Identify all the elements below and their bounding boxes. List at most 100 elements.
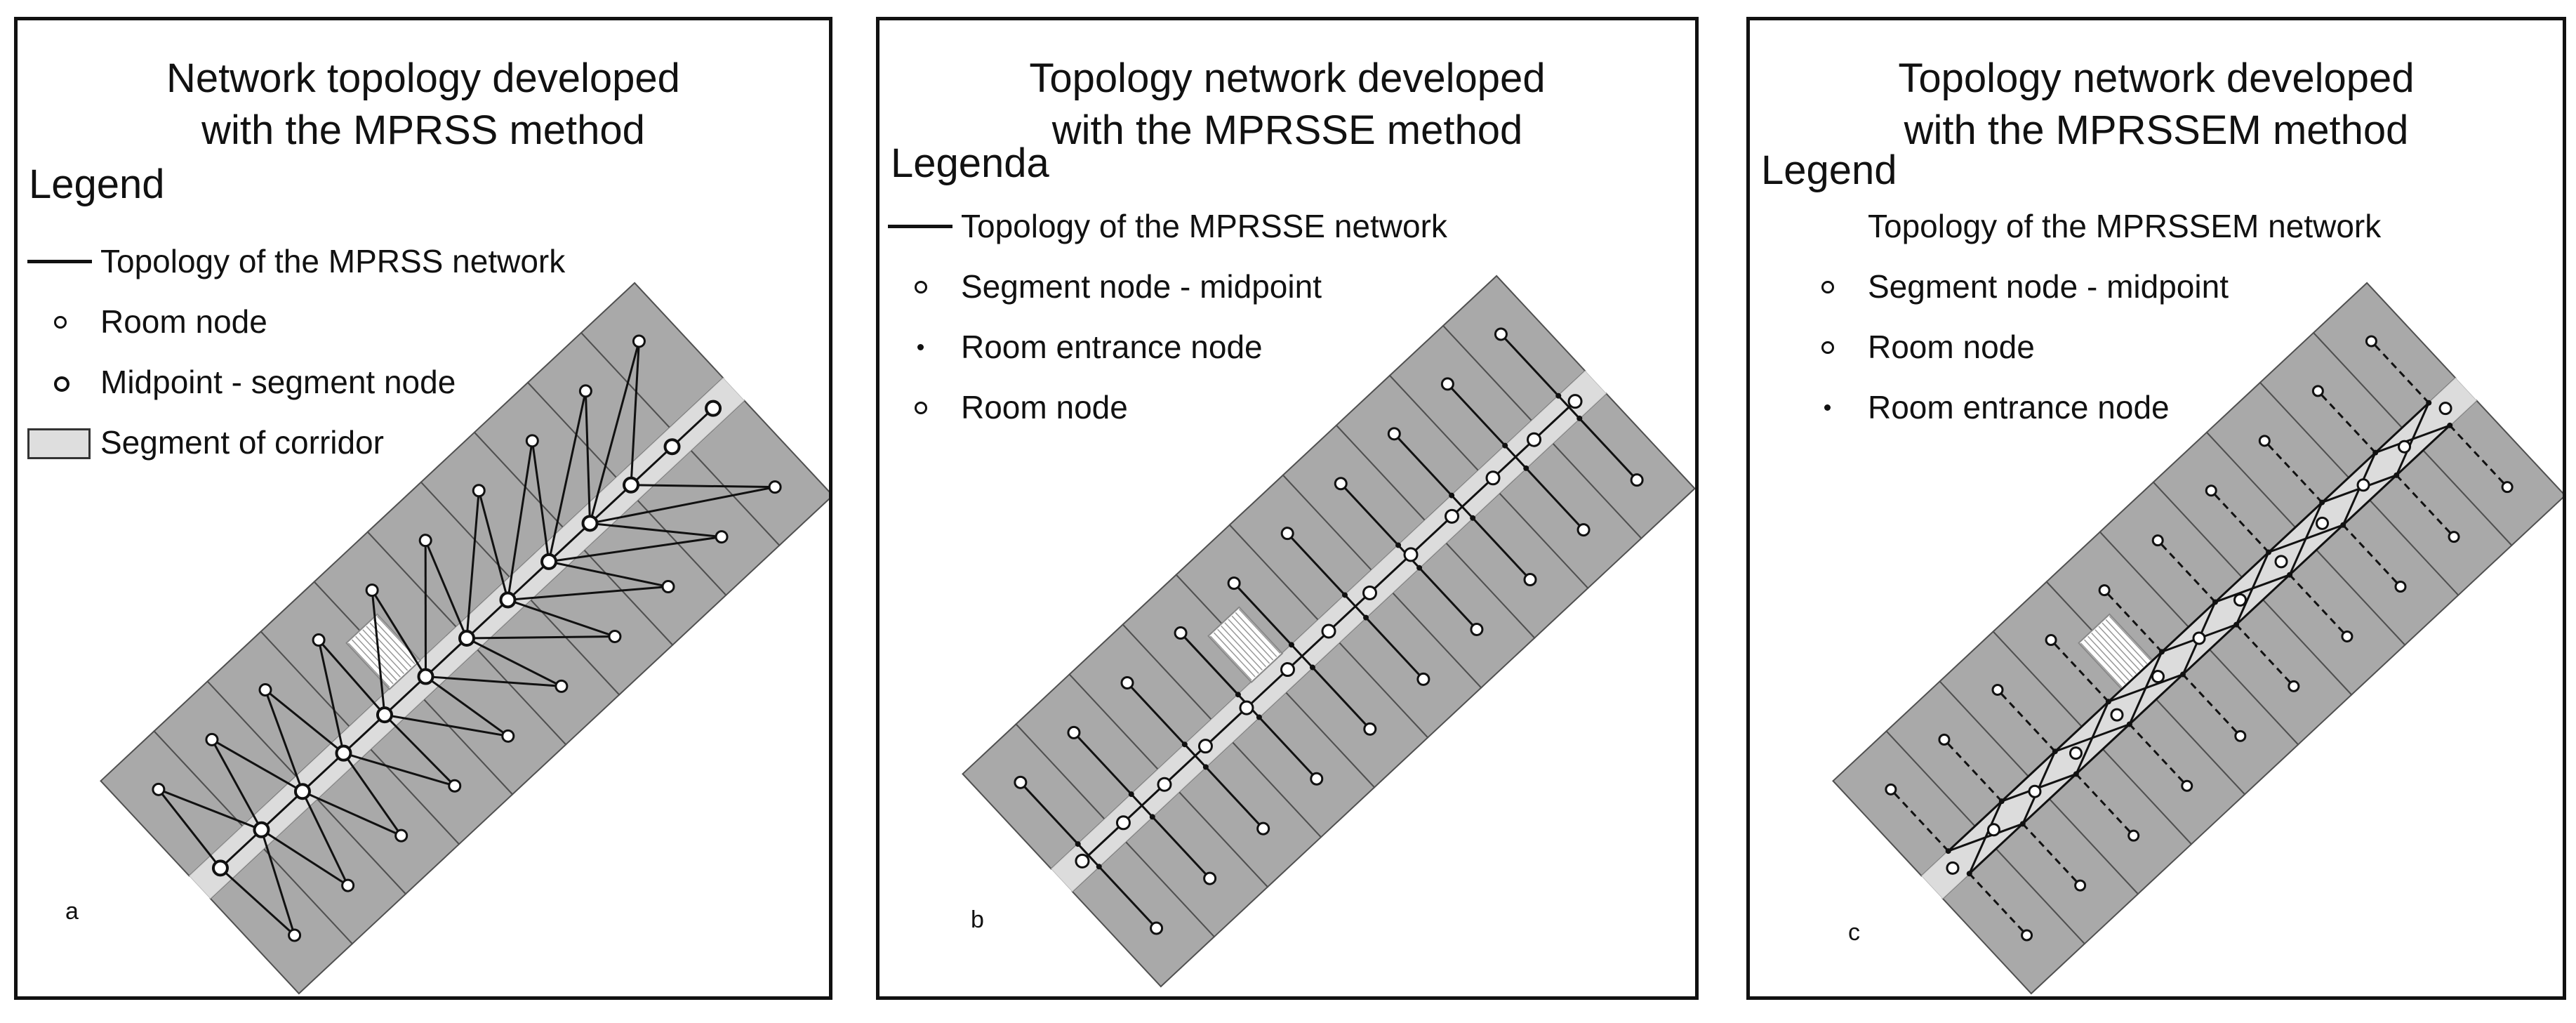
network-nodes [1885, 335, 2514, 942]
network-edge [158, 788, 263, 831]
node [1014, 775, 1028, 789]
node [1470, 622, 1484, 636]
network-edges [1890, 340, 2509, 937]
network-edge [466, 637, 562, 687]
entrance-node [2394, 472, 2400, 478]
floor-plan-map [1832, 282, 2563, 995]
network-edge [424, 540, 468, 639]
legend-label: Segment node - midpoint [1868, 268, 2229, 305]
network-edge [1947, 800, 2003, 852]
network-edge [548, 536, 722, 563]
panel-label: c [1848, 919, 1860, 946]
network-edge [211, 739, 303, 793]
network-edge [2236, 574, 2291, 626]
legend-label: Topology of the MPRSSE network [961, 208, 1447, 244]
network-edge [2235, 551, 2270, 626]
network-edge [507, 440, 533, 600]
legend-item: Room node [885, 377, 1447, 437]
dot-symbol-icon [1792, 393, 1868, 421]
node [1203, 871, 1217, 885]
node [2274, 555, 2288, 569]
legend-item: Segment node - midpoint [885, 256, 1447, 317]
entrance-node [2340, 522, 2346, 528]
network-edge [2104, 589, 2163, 653]
node [1991, 683, 2004, 696]
legend-item: Room entrance node [1792, 377, 2381, 437]
network-edge [1365, 616, 1424, 680]
floor-plan-map [100, 282, 829, 995]
circle-symbol-icon [885, 272, 961, 301]
network-edge [371, 590, 386, 715]
network-edge [2449, 424, 2509, 488]
node [2074, 879, 2087, 892]
panel-label: b [971, 906, 984, 933]
node [458, 630, 475, 647]
entrance-node [1309, 664, 1315, 671]
network-nodes [152, 334, 782, 942]
entrance-node [1945, 848, 1951, 854]
network-edge [631, 484, 776, 489]
hatch-line [2091, 633, 2133, 678]
network-edge [1311, 666, 1371, 730]
network-edge [2075, 701, 2110, 775]
network-edge [383, 675, 427, 716]
node [1946, 861, 1960, 875]
network-edge [265, 689, 345, 754]
hatch-line [2098, 626, 2141, 671]
network-edge [1890, 788, 1949, 852]
entrance-node [2319, 499, 2325, 506]
network-edge [1258, 716, 1317, 780]
network-edge [2128, 673, 2184, 725]
network-edge [1579, 417, 1638, 481]
network-edge [2268, 501, 2323, 553]
network-edge [219, 867, 296, 937]
hatch-line [362, 629, 405, 675]
hatch-line [2102, 622, 2144, 668]
node [2181, 779, 2193, 792]
legend-label: Room node [961, 389, 1128, 425]
node [2028, 784, 2042, 798]
node [663, 438, 681, 456]
entrance-node [1363, 614, 1369, 621]
node [2192, 631, 2206, 645]
circle-symbol-icon [1792, 272, 1868, 301]
entrance-node [1128, 791, 1134, 798]
hatch-line [355, 635, 397, 681]
network-edge [590, 522, 722, 539]
node [2316, 516, 2330, 530]
node [341, 878, 355, 892]
network-edge [465, 490, 480, 639]
node [2311, 385, 2324, 397]
hatch-line [351, 639, 394, 685]
node [293, 783, 311, 800]
node [1523, 573, 1537, 587]
network-edge [1204, 766, 1264, 830]
hatch-line [359, 633, 401, 678]
network-edge [548, 560, 669, 588]
network-edge [2050, 639, 2110, 703]
network-edge [589, 484, 632, 524]
network-nodes [1014, 327, 1644, 935]
entrance-node [1416, 565, 1423, 571]
legend-item: Room entrance node [885, 317, 1447, 377]
hatch-line [2083, 639, 2126, 685]
node [705, 400, 722, 417]
node [1157, 777, 1172, 792]
entrance-node [1523, 465, 1529, 471]
entrance-node [1555, 392, 1562, 399]
node [1150, 921, 1164, 935]
panel-label: a [65, 898, 79, 925]
bold-circle-symbol-icon [25, 368, 100, 396]
empty-symbol [1792, 212, 1868, 240]
hatch-line [2105, 619, 2148, 664]
network-edge [260, 829, 349, 887]
network-edge [260, 791, 303, 831]
entrance-node [2052, 748, 2058, 755]
node [1567, 394, 1583, 409]
node [661, 580, 675, 594]
network-edge [1179, 632, 1240, 696]
hatch-line [1235, 612, 1277, 657]
network-edge [260, 829, 296, 936]
node [1067, 725, 1081, 739]
network-edge [425, 637, 468, 678]
